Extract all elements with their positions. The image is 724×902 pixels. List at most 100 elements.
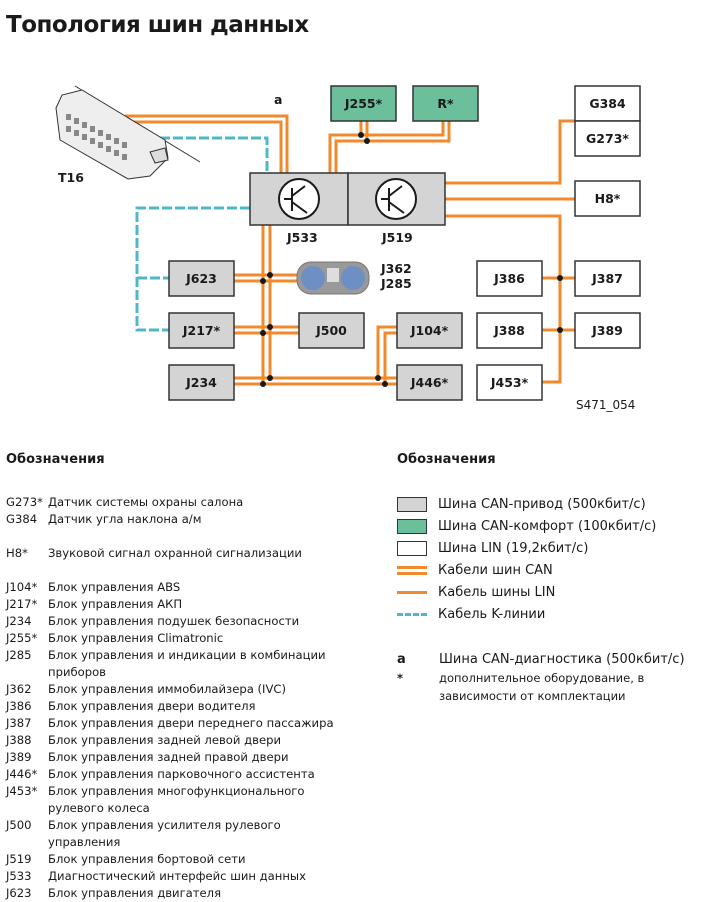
transistor-icon [375, 178, 417, 220]
unit-box-j104[interactable]: J104* [396, 312, 463, 349]
unit-box-j446[interactable]: J446* [396, 364, 463, 401]
legend-entry: G273* Датчик системы охраны салона [6, 494, 348, 511]
legend-text: Датчик угла наклона а/м [48, 512, 202, 526]
legend-can-drive: Шина CAN-привод (500кбит/с) [397, 493, 656, 515]
legend-text: Блок управления бортовой сети [48, 852, 246, 866]
unit-box-g384[interactable]: G384 [574, 85, 641, 122]
diag-marker-label: a [274, 92, 282, 107]
legend-code: H8* [6, 546, 28, 560]
legend-entry: J217* Блок управления АКП [6, 596, 348, 613]
swatch [397, 612, 427, 616]
legend-entry: J389 Блок управления задней правой двери [6, 749, 348, 766]
legend-code: J446* [6, 767, 38, 781]
cluster-label-j285: J285 [380, 276, 412, 291]
legend-text: Блок управления двери водителя [48, 699, 256, 713]
legend-text: Блок управления и индикации в комбинации… [48, 648, 326, 679]
legend-text: Блок управления задней правой двери [48, 750, 289, 764]
legend-code: G384 [6, 512, 38, 526]
unit-box-j623[interactable]: J623 [168, 260, 235, 297]
unit-label: J453* [490, 375, 529, 390]
legend-text: Блок управления АКП [48, 597, 183, 611]
note-key: a [397, 652, 406, 667]
unit-label: H8* [595, 191, 621, 206]
legend-code: J453* [6, 784, 38, 798]
legend-text: Блок управления задней левой двери [48, 733, 281, 747]
unit-label: J255* [344, 96, 383, 111]
legend-right: Шина CAN-привод (500кбит/с) Шина CAN-ком… [397, 493, 656, 625]
unit-label: J623 [185, 271, 217, 286]
gateway-label: J533 [286, 230, 318, 245]
legend-label: Кабель K-линии [438, 606, 546, 622]
unit-box-g273[interactable]: G273* [574, 120, 641, 157]
legend-text: Блок управления усилителя рулевого управ… [48, 818, 281, 849]
unit-label: R* [437, 96, 454, 111]
unit-box-j500[interactable]: J500 [298, 312, 365, 349]
swatch [397, 518, 427, 534]
transistor-icon [278, 178, 320, 220]
unit-label: J104* [410, 323, 449, 338]
legend-code: J104* [6, 580, 38, 594]
legend-code: J255* [6, 631, 38, 645]
unit-box-j388[interactable]: J388 [476, 312, 543, 349]
legend-entry: J453*Блок управления многофункциональног… [6, 783, 348, 817]
unit-label: J234 [185, 375, 217, 390]
unit-label: G273* [586, 131, 629, 146]
connector-label: T16 [58, 170, 84, 185]
legend-text: Блок управления парковочного ассистента [48, 767, 315, 781]
unit-box-j255[interactable]: J255* [330, 85, 397, 122]
k-line-cable [135, 136, 269, 332]
legend-code: G273* [6, 495, 43, 509]
unit-box-j389[interactable]: J389 [574, 312, 641, 349]
legend-entry: J255* Блок управления Climatronic [6, 630, 348, 647]
unit-box-j386[interactable]: J386 [476, 260, 543, 297]
legend-text: Звуковой сигнал охранной сигнализации [48, 546, 302, 560]
unit-label: J388 [493, 323, 525, 338]
legend-text: Датчик системы охраны салона [48, 495, 244, 509]
legend-can-comfort: Шина CAN-комфорт (100кбит/с) [397, 515, 656, 537]
legend-code: J389 [6, 750, 32, 764]
unit-box-j453[interactable]: J453* [476, 364, 543, 401]
legend-entry: J386 Блок управления двери водителя [6, 698, 348, 715]
legend-code: J217* [6, 597, 38, 611]
legend-code: J388 [6, 733, 32, 747]
legend-code: J623 [6, 886, 32, 900]
legend-label: Кабели шин CAN [438, 562, 553, 578]
legend-code: J386 [6, 699, 32, 713]
legend-text: Блок управления иммобилайзера (IVC) [48, 682, 286, 696]
page-title: Топология шин данных [6, 12, 309, 38]
instrument-cluster-icon [296, 261, 370, 295]
unit-box-r[interactable]: R* [412, 85, 479, 122]
legend-lin: Шина LIN (19,2кбит/с) [397, 537, 656, 559]
legend-label: Кабель шины LIN [438, 584, 556, 600]
unit-box-j387[interactable]: J387 [574, 260, 641, 297]
gateway-block[interactable] [249, 172, 446, 226]
can-cables [125, 114, 451, 386]
unit-label: J446* [410, 375, 449, 390]
legend-text: Блок управления двигателя [48, 886, 222, 900]
unit-label: J217* [182, 323, 221, 338]
legend-code: J234 [6, 614, 32, 628]
unit-box-j234[interactable]: J234 [168, 364, 235, 401]
note-asterisk: *дополнительное оборудование, в зависимо… [397, 669, 719, 705]
bus-topology-diagram: T16 a J533 J519 J362 J285 J255*R*G384G27… [55, 85, 641, 412]
cluster-label-j362: J362 [380, 261, 412, 276]
legend-can-cables: Кабели шин CAN [397, 559, 656, 581]
wires [125, 114, 575, 387]
legend-text: Блок управления Climatronic [48, 631, 224, 645]
unit-label: J389 [591, 323, 623, 338]
note-key: * [397, 671, 404, 685]
legend-entry: J104*Блок управления ABS [6, 579, 348, 596]
unit-box-h8[interactable]: H8* [574, 180, 641, 217]
legend-code: J387 [6, 716, 32, 730]
obd-connector-icon [55, 85, 201, 180]
legend-label: Шина CAN-привод (500кбит/с) [438, 496, 646, 512]
unit-box-j217[interactable]: J217* [168, 312, 235, 349]
legend-entry: J623 Блок управления двигателя [6, 885, 348, 902]
legend-entry: H8* Звуковой сигнал охранной сигнализации [6, 545, 348, 562]
legend-text: Диагностический интерфейс шин данных [48, 869, 306, 883]
